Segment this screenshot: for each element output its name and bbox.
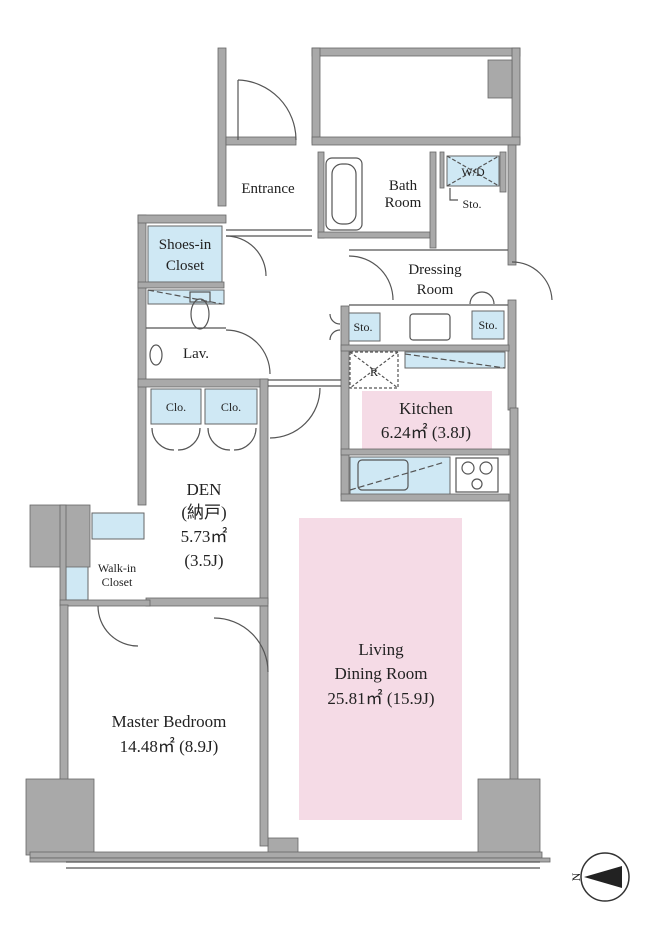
partitions	[66, 229, 540, 869]
wd-label: W/D	[461, 165, 485, 179]
den-label-line4: (3.5J)	[184, 551, 223, 570]
doors	[97, 79, 553, 673]
walkin-label-line2: Closet	[102, 575, 133, 589]
shoes-closet-label-line2: Closet	[166, 258, 205, 274]
walkin-side-fill	[65, 561, 89, 601]
clo2-fill	[204, 388, 258, 425]
clo1-fill	[150, 388, 202, 425]
shoes-closet-label-line1: Shoes-in	[159, 237, 212, 253]
sto-small-label: Sto.	[462, 197, 481, 211]
sto-left-label: Sto.	[353, 320, 372, 334]
living-label-line1: Living	[358, 640, 404, 659]
living-area: 25.81㎡ (15.9J)	[327, 689, 434, 708]
master-bedroom-area: 14.48㎡ (8.9J)	[120, 737, 219, 756]
kitchen-counter-fill	[349, 456, 451, 498]
kitchen-label: Kitchen	[399, 399, 453, 418]
bath-label-line1: Bath	[389, 178, 418, 194]
dressing-label-line2: Room	[417, 282, 454, 298]
den-label-line2: (納戸)	[181, 503, 226, 522]
clo2-label: Clo.	[221, 400, 241, 414]
walls	[25, 47, 551, 863]
lav-label: Lav.	[183, 346, 209, 362]
kitchen-area: 6.24㎡ (3.8J)	[381, 423, 471, 442]
master-bedroom-label: Master Bedroom	[112, 712, 227, 731]
walkin-label-line1: Walk-in	[98, 561, 136, 575]
fridge-label: R	[370, 365, 378, 379]
clo1-label: Clo.	[166, 400, 186, 414]
sto-right-fill	[471, 310, 505, 340]
compass: N	[569, 852, 630, 902]
sto-right-label: Sto.	[478, 318, 497, 332]
bath-label-line2: Room	[385, 195, 422, 211]
fixtures	[147, 155, 506, 493]
kitchen-highlight	[362, 391, 492, 449]
walkin-top-fill	[91, 512, 145, 540]
compass-north-label: N	[569, 872, 583, 881]
compass-ring	[580, 852, 630, 902]
compass-needle-icon	[584, 866, 622, 888]
living-label-line2: Dining Room	[334, 664, 427, 683]
entrance-label: Entrance	[241, 181, 295, 197]
den-label-line1: DEN	[187, 480, 222, 499]
den-label-line3: 5.73㎡	[181, 527, 228, 546]
dressing-label-line1: Dressing	[408, 262, 462, 278]
living-highlight	[299, 518, 462, 820]
sto-left-fill	[345, 312, 381, 342]
